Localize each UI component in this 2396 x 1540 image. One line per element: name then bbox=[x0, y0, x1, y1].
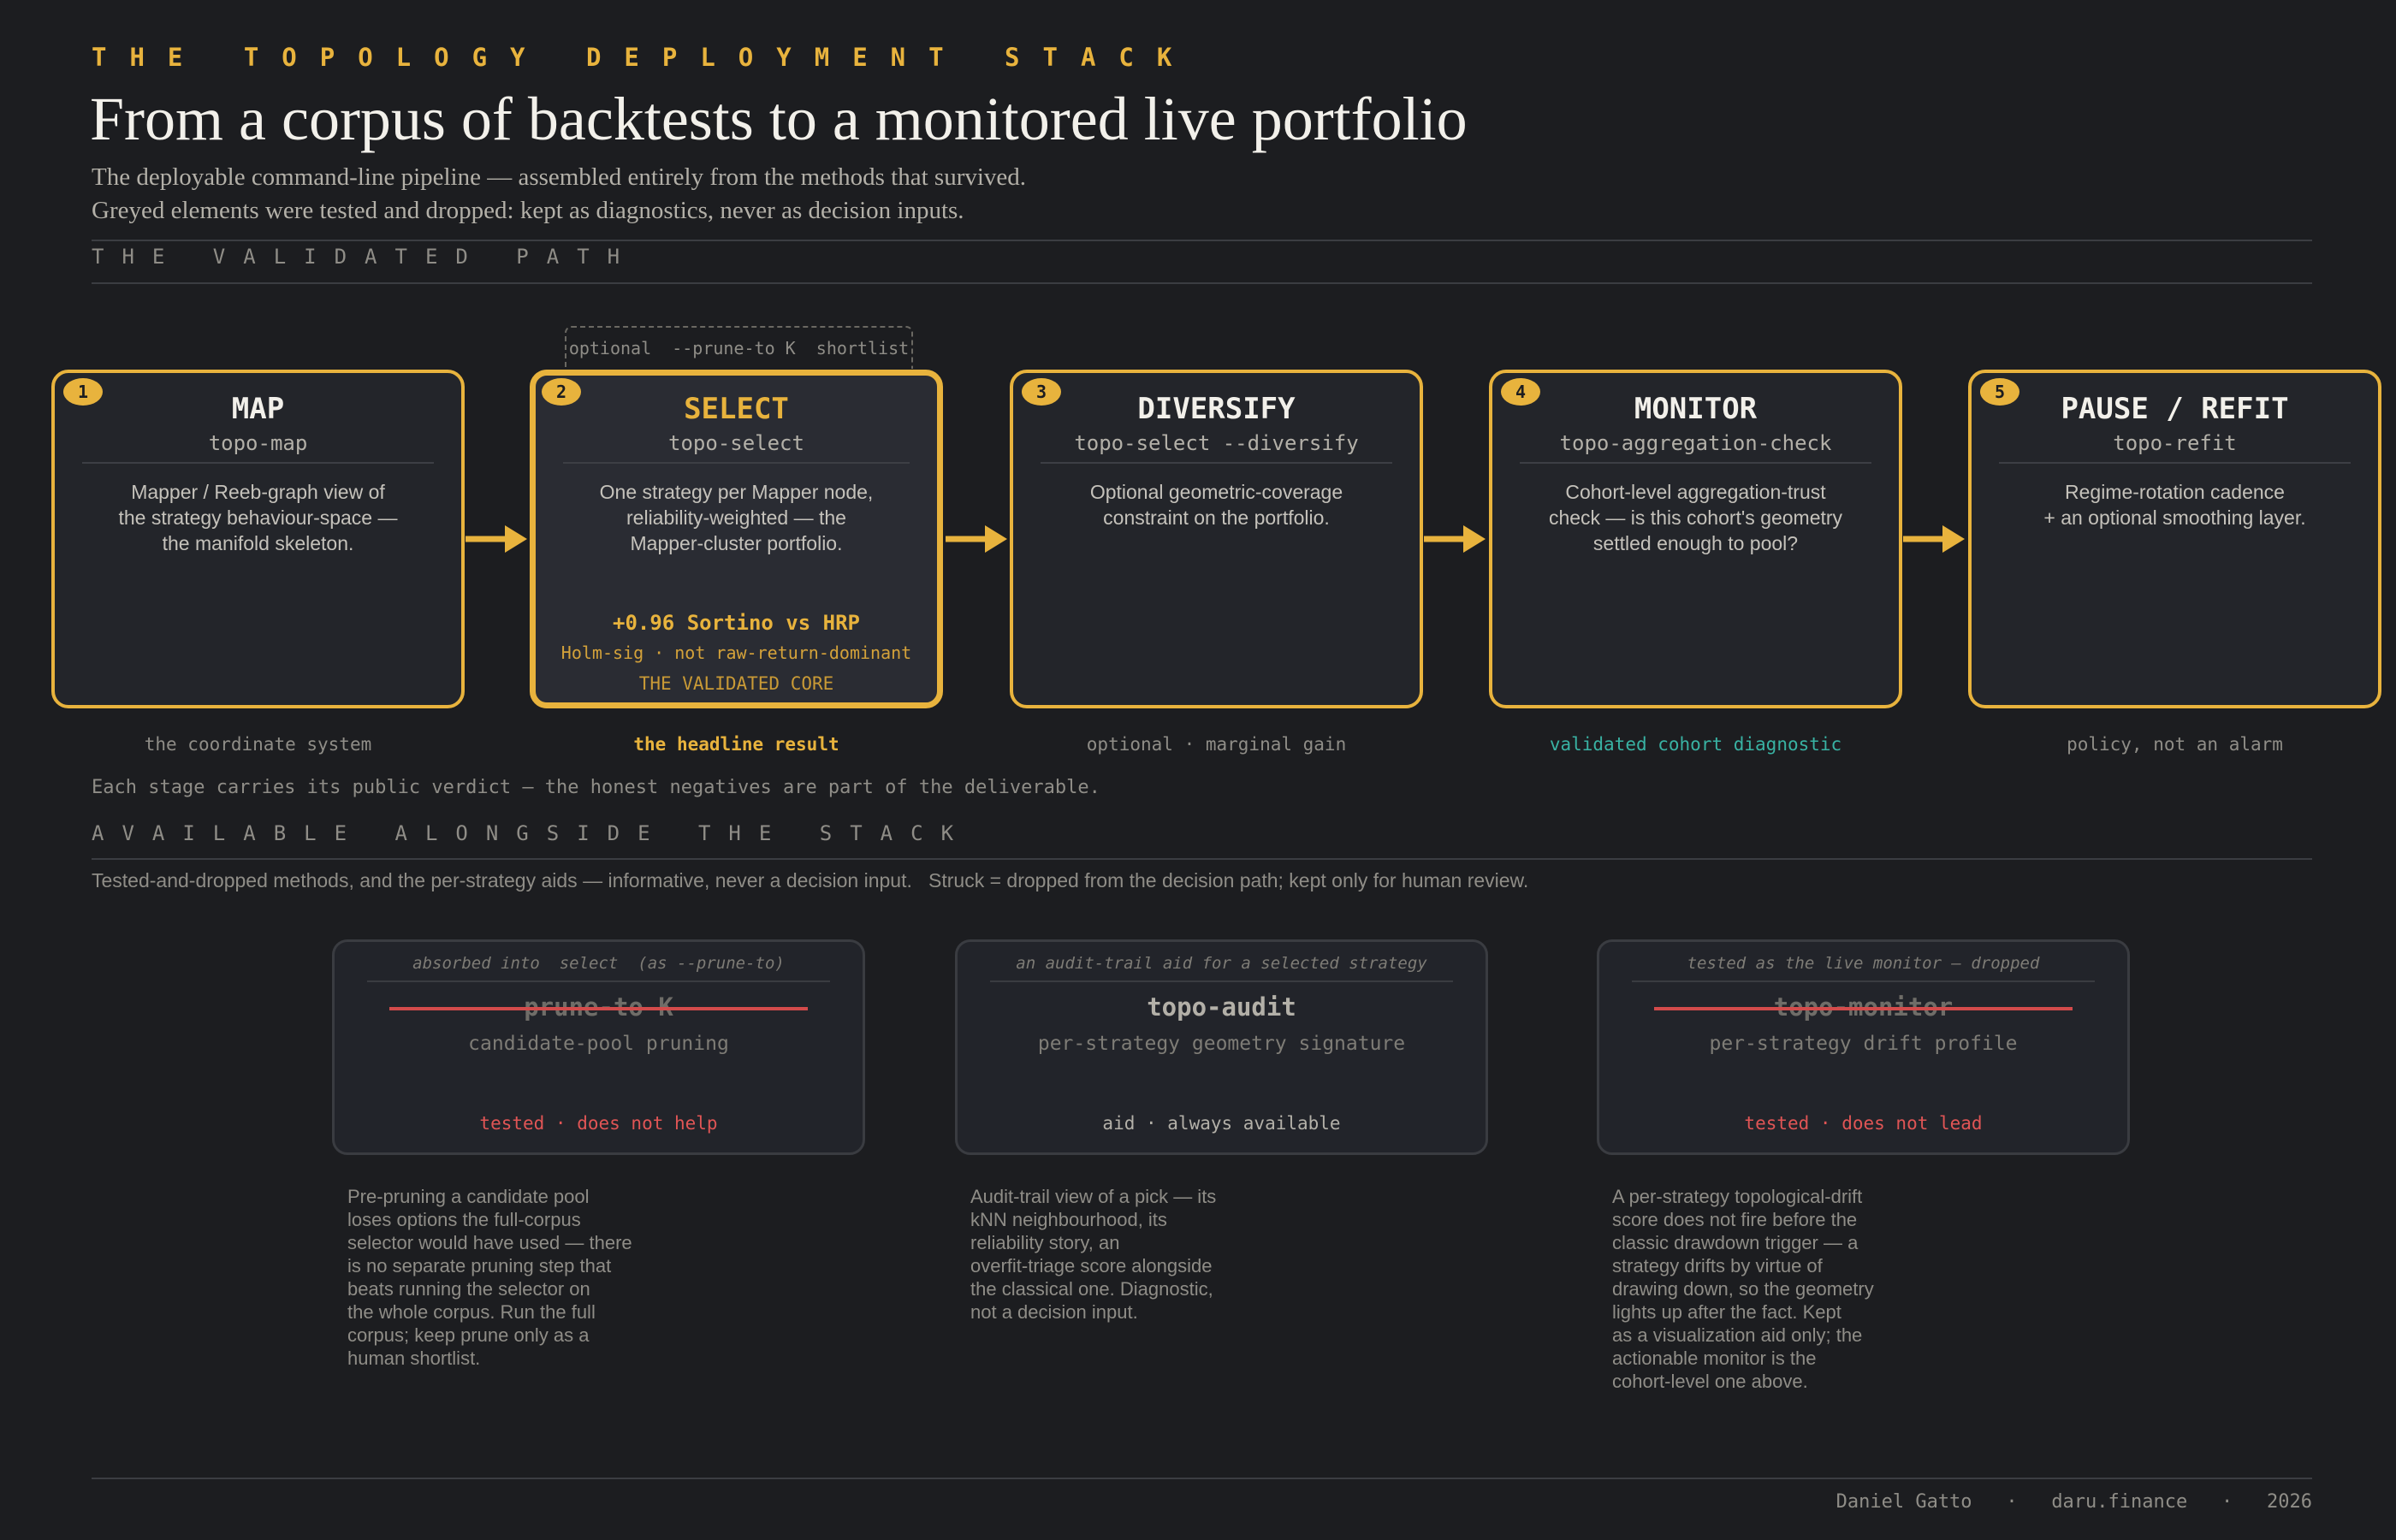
stage-verdict: policy, not an alarm bbox=[2067, 734, 2283, 755]
stage-command: topo-refit bbox=[2113, 431, 2237, 455]
divider bbox=[990, 980, 1453, 982]
side-card-status: aid · always available bbox=[1102, 1113, 1341, 1134]
stage-number-badge: 3 bbox=[1022, 378, 1061, 406]
divider bbox=[92, 240, 2312, 241]
section-label-validated-path: THE VALIDATED PATH bbox=[92, 245, 638, 269]
stage-command: topo-select --diversify bbox=[1074, 431, 1359, 455]
significance-note: Holm-sig · not raw-return-dominant bbox=[560, 643, 912, 663]
stage-title: MAP bbox=[231, 392, 285, 426]
stage-verdict: the coordinate system bbox=[144, 734, 372, 755]
side-card-description: Pre-pruning a candidate pool loses optio… bbox=[347, 1186, 632, 1369]
stage-verdict: the headline result bbox=[633, 734, 839, 755]
subtitle-line-2: Greyed elements were tested and dropped:… bbox=[92, 197, 964, 224]
stage-card-map: 1 MAP topo-map Mapper / Reeb-graph view … bbox=[51, 370, 465, 708]
stage-title: DIVERSIFY bbox=[1137, 392, 1296, 426]
stage-arrows bbox=[466, 525, 1965, 553]
divider bbox=[92, 1478, 2312, 1479]
stage-title: PAUSE / REFIT bbox=[2061, 392, 2289, 426]
stage-card-monitor: 4 MONITOR topo-aggregation-check Cohort-… bbox=[1489, 370, 1902, 708]
side-card-header: an audit-trail aid for a selected strate… bbox=[1016, 954, 1427, 973]
alongside-intro: Tested-and-dropped methods, and the per-… bbox=[92, 869, 1529, 891]
side-card-subtitle: per-strategy drift profile bbox=[1709, 1033, 2018, 1055]
divider bbox=[82, 462, 434, 464]
stage-description: Regime-rotation cadence + an optional sm… bbox=[2043, 481, 2306, 529]
divider bbox=[92, 282, 2312, 284]
footer-separator: · bbox=[2006, 1491, 2018, 1513]
arrow-icon bbox=[1903, 525, 1965, 553]
stage-description: Optional geometric-coverage constraint o… bbox=[1089, 481, 1343, 529]
side-card-status: tested · does not lead bbox=[1744, 1113, 1983, 1134]
stage-description: One strategy per Mapper node, reliabilit… bbox=[599, 481, 874, 554]
strikethrough-line bbox=[1654, 1007, 2073, 1010]
stage-number-badge: 2 bbox=[542, 378, 581, 406]
side-card-prune: absorbed into select (as --prune-to) — p… bbox=[332, 939, 865, 1155]
side-card-description: Audit-trail view of a pick — its kNN nei… bbox=[970, 1186, 1217, 1323]
divider bbox=[563, 462, 910, 464]
arrow-icon bbox=[1424, 525, 1486, 553]
strikethrough-line bbox=[389, 1007, 808, 1010]
stage-verdict: optional · marginal gain bbox=[1086, 734, 1347, 755]
divider bbox=[1041, 462, 1392, 464]
side-card-audit: an audit-trail aid for a selected strate… bbox=[955, 939, 1488, 1155]
footer-year: 2026 bbox=[2267, 1491, 2312, 1513]
stage-card-pause-refit: 5 PAUSE / REFIT topo-refit Regime-rotati… bbox=[1968, 370, 2381, 708]
stage-number-badge: 1 bbox=[63, 378, 103, 406]
arrow-icon bbox=[946, 525, 1007, 553]
divider bbox=[1520, 462, 1871, 464]
stage-title: MONITOR bbox=[1634, 392, 1758, 426]
side-card-subtitle: candidate-pool pruning bbox=[468, 1033, 729, 1055]
optional-prune-bracket bbox=[565, 326, 913, 369]
footer-site: daru.finance bbox=[2051, 1491, 2188, 1513]
divider bbox=[1632, 980, 2095, 982]
side-card-subtitle: per-strategy geometry signature bbox=[1037, 1033, 1406, 1055]
divider bbox=[1999, 462, 2351, 464]
section-label-alongside: AVAILABLE ALONGSIDE THE STACK bbox=[92, 821, 972, 845]
stage-card-select: 2 SELECT topo-select One strategy per Ma… bbox=[530, 370, 943, 708]
subtitle: The deployable command-line pipeline — a… bbox=[92, 161, 1026, 228]
arrow-icon bbox=[466, 525, 527, 553]
validated-core-tag: THE VALIDATED CORE bbox=[638, 673, 834, 694]
stages-footnote: Each stage carries its public verdict — … bbox=[92, 777, 1100, 798]
stage-command: topo-map bbox=[208, 431, 308, 455]
stage-description: Cohort-level aggregation-trust check — i… bbox=[1548, 481, 1843, 554]
footer-credits: Daniel Gatto · daru.finance · 2026 bbox=[1836, 1491, 2312, 1513]
footer-separator: · bbox=[2221, 1491, 2233, 1513]
side-card-name: topo-audit bbox=[1147, 992, 1296, 1022]
side-card-header: tested as the live monitor — dropped bbox=[1687, 954, 2040, 973]
eyebrow: THE TOPOLOGY DEPLOYMENT STACK bbox=[92, 43, 1195, 72]
subtitle-line-1: The deployable command-line pipeline — a… bbox=[92, 163, 1027, 191]
stage-description: Mapper / Reeb-graph view of the strategy… bbox=[118, 481, 398, 554]
stage-number-badge: 4 bbox=[1501, 378, 1540, 406]
stage-number-badge: 5 bbox=[1980, 378, 2019, 406]
footer-author: Daniel Gatto bbox=[1836, 1491, 1972, 1513]
stage-verdict: validated cohort diagnostic bbox=[1549, 734, 1842, 755]
side-card-description: A per-strategy topological-drift score d… bbox=[1612, 1186, 1874, 1392]
divider bbox=[367, 980, 830, 982]
side-card-header: absorbed into select (as --prune-to) bbox=[412, 954, 785, 973]
divider bbox=[92, 858, 2312, 860]
stage-command: topo-select bbox=[668, 431, 804, 455]
stage-card-diversify: 3 DIVERSIFY topo-select --diversify Opti… bbox=[1010, 370, 1423, 708]
stage-command: topo-aggregation-check bbox=[1559, 431, 1832, 455]
headline-metric: +0.96 Sortino vs HRP bbox=[613, 611, 860, 635]
optional-prune-note: optional --prune-to K shortlist bbox=[568, 338, 910, 358]
side-card-status: tested · does not help bbox=[479, 1113, 718, 1134]
page-title: From a corpus of backtests to a monitore… bbox=[90, 85, 1468, 153]
stage-title: SELECT bbox=[684, 392, 789, 426]
side-card-monitor: tested as the live monitor — dropped top… bbox=[1597, 939, 2130, 1155]
